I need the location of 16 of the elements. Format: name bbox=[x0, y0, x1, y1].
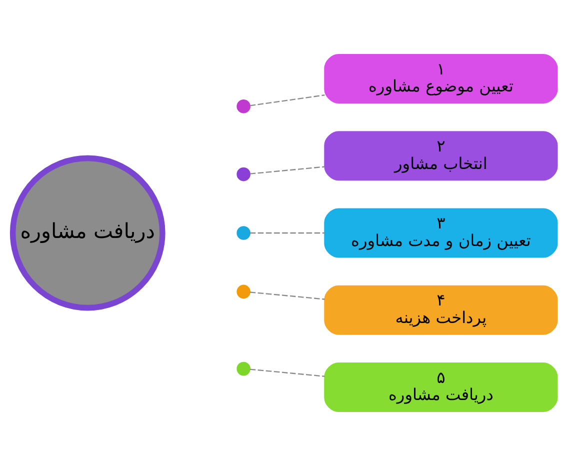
node-box: ۳ تعیین زمان و مدت مشاوره bbox=[324, 208, 558, 258]
connector bbox=[250, 368, 325, 376]
node-circle bbox=[236, 99, 250, 113]
node-box: ۱ تعیین موضوع مشاوره bbox=[324, 54, 558, 104]
node-circle: دریافت مشاوره bbox=[10, 154, 166, 310]
node-box: ۲ انتخاب مشاور bbox=[324, 130, 558, 180]
connector bbox=[250, 291, 325, 300]
node-circle bbox=[236, 226, 250, 240]
connector bbox=[250, 232, 325, 234]
connector bbox=[250, 166, 325, 174]
node-box: ۵ دریافت مشاوره bbox=[324, 362, 558, 412]
connector bbox=[250, 94, 325, 106]
node-box: ۴ پرداخت هزینه bbox=[324, 284, 558, 334]
node-circle bbox=[236, 166, 250, 181]
node-circle bbox=[236, 361, 250, 376]
node-circle bbox=[236, 284, 250, 298]
